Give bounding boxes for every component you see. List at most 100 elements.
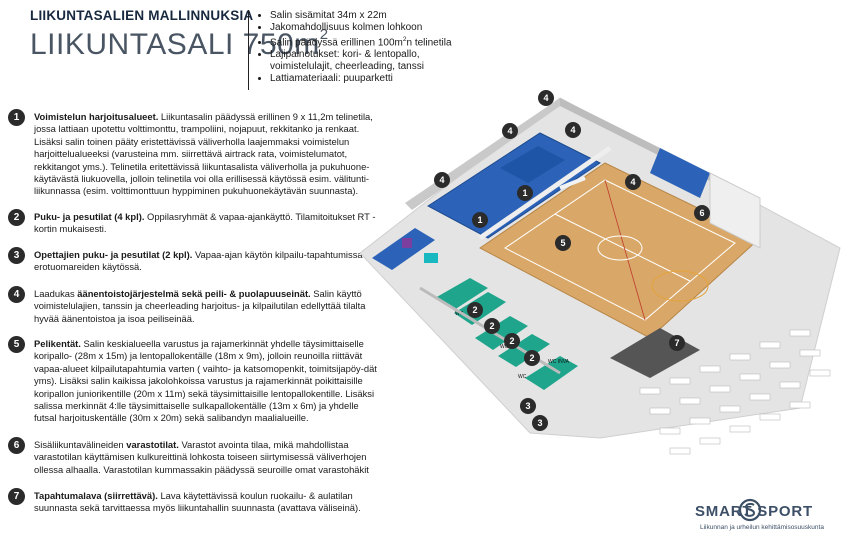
feature-title: Tapahtumalava (siirrettävä). [34, 490, 158, 501]
feature-item: 5 Pelikentät. Salin keskialueella varust… [8, 336, 379, 425]
spec-item: Salin sisämitat 34m x 22m [270, 10, 520, 22]
mat-area [650, 148, 710, 198]
feature-title: äänentoistojärjestelmä sekä peili- & puo… [77, 288, 311, 299]
svg-text:1: 1 [522, 188, 527, 198]
svg-text:4: 4 [439, 175, 444, 185]
plan-marker: 6 [694, 205, 710, 221]
feature-number-badge: 2 [8, 209, 25, 226]
svg-text:4: 4 [543, 93, 548, 103]
feature-item: 4 Laadukas äänentoistojärjestelmä sekä p… [8, 286, 379, 325]
svg-text:4: 4 [507, 126, 512, 136]
stage-side-floor [372, 228, 435, 270]
divider-wall [478, 145, 612, 241]
plan-marker: 2 [467, 302, 483, 318]
feature-text: Lava käytettävissä koulun ruokailu- & au… [34, 490, 361, 514]
plan-marker: 2 [504, 333, 520, 349]
feature-number-badge: 7 [8, 488, 25, 505]
plan-marker: 4 [625, 174, 641, 190]
svg-text:1: 1 [477, 215, 482, 225]
plan-marker: 1 [472, 212, 488, 228]
svg-text:4: 4 [570, 125, 575, 135]
spec-item: Jakomahdollisuus kolmen lohkoon [270, 22, 520, 34]
plan-marker: 3 [520, 398, 536, 414]
feature-pre: Sisäliikuntavälineiden [34, 439, 127, 450]
feature-text: Liikuntasalin päädyssä erillinen 9 x 11,… [34, 111, 373, 197]
locker-room-floor [525, 356, 578, 390]
plan-marker: 4 [565, 122, 581, 138]
spec-list: Salin sisämitat 34m x 22m Jakomahdollisu… [256, 10, 520, 85]
plan-marker: 7 [669, 335, 685, 351]
feature-number-badge: 6 [8, 437, 25, 454]
svg-text:6: 6 [699, 208, 704, 218]
court-arc [651, 270, 709, 302]
feature-item: 1 Voimistelun harjoitusalueet. Liikuntas… [8, 109, 379, 198]
feature-item: 7 Tapahtumalava (siirrettävä). Lava käyt… [8, 488, 379, 515]
feature-title: varastotilat. [126, 439, 179, 450]
dining-tables [639, 329, 831, 455]
feature-text: Vapaa-ajan käytön kilpailu-tapahtumissa … [34, 249, 363, 273]
spec-item: Salin päädyssä erillinen 100m2n telineti… [270, 34, 520, 49]
divider-curtain [559, 176, 586, 190]
feature-text: Oppilasryhmät & vapaa-ajankäyttö. Tilami… [34, 211, 376, 235]
svg-text:2: 2 [509, 336, 514, 346]
logo-tagline: Liikunnan ja urheilun kehittämisosuuskun… [700, 524, 824, 531]
svg-text:4: 4 [630, 177, 635, 187]
court-line [604, 179, 646, 321]
svg-text:3: 3 [525, 401, 530, 411]
plan-marker: 5 [555, 235, 571, 251]
wc-label: WC [500, 344, 509, 350]
feature-number-badge: 4 [8, 286, 25, 303]
feature-item: 6 Sisäliikuntavälineiden varastotilat. V… [8, 437, 379, 476]
header-divider [248, 10, 249, 90]
feature-text: Varastot avointa tilaa, mikä mahdollista… [34, 439, 369, 475]
plan-marker: 1 [517, 185, 533, 201]
feature-pre: Laadukas [34, 288, 78, 299]
feature-title: Pelikentät. [34, 338, 81, 349]
svg-text:3: 3 [537, 418, 542, 428]
wc-label: WC INVA [548, 359, 570, 365]
plan-marker: 4 [538, 90, 554, 106]
smart-sport-logo-icon [738, 498, 762, 522]
feature-title: Voimistelun harjoitusalueet. [34, 111, 159, 122]
page-title-text: LIIKUNTASALI 750m [30, 28, 320, 61]
feature-number-badge: 3 [8, 247, 25, 264]
equipment-box [424, 253, 438, 263]
plan-marker: 4 [502, 123, 518, 139]
plan-marker: 2 [484, 318, 500, 334]
locker-room-floor [475, 316, 528, 350]
spec-text: n telinetila [406, 37, 452, 49]
center-circle [597, 235, 643, 261]
svg-text:5: 5 [560, 238, 565, 248]
plan-marker: 4 [434, 172, 450, 188]
logo-text: SMART SPORT [695, 503, 813, 520]
spec-item: Lajipainotukset: kori- & lentopallo, [270, 49, 520, 61]
svg-text:7: 7 [674, 338, 679, 348]
locker-room-floor [435, 278, 488, 310]
feature-text: Salin käyttö voimistelulajien, tanssin j… [34, 288, 366, 324]
spec-text: Salin päädyssä erillinen 100m [270, 37, 403, 49]
svg-text:2: 2 [529, 353, 534, 363]
svg-text:2: 2 [472, 305, 477, 315]
court-line [554, 213, 691, 282]
wc-label: WC [455, 311, 464, 317]
feature-title: Opettajien puku- ja pesutilat (2 kpl). [34, 249, 193, 260]
spec-item: Lattiamateriaali: puuparketti [270, 73, 520, 85]
feature-item: 3 Opettajien puku- ja pesutilat (2 kpl).… [8, 247, 379, 274]
spec-sup: 2 [402, 36, 407, 43]
feature-text: Salin keskialueella varustus ja rajamerk… [34, 338, 377, 424]
wc-label: WC [518, 374, 527, 380]
feature-title: Puku- ja pesutilat (4 kpl). [34, 211, 145, 222]
plan-marker: 3 [532, 415, 548, 431]
gymnastics-pit [500, 146, 565, 183]
equipment-box [402, 238, 412, 248]
page-title-sup: 2 [319, 26, 329, 43]
court-line [504, 179, 736, 321]
feature-number-badge: 1 [8, 109, 25, 126]
feature-number-badge: 5 [8, 336, 25, 353]
feature-item: 2 Puku- ja pesutilat (4 kpl). Oppilasryh… [8, 209, 379, 236]
storage-wall [709, 172, 761, 249]
plan-marker: 2 [524, 350, 540, 366]
header-kicker: LIIKUNTASALIEN MALLINNUKSIA [30, 8, 254, 23]
spec-item: voimistelulajit, cheerleading, tanssi [270, 61, 424, 73]
floor-plan-illustration: WC WC WC WC INVA 1 1 2 2 2 2 3 3 4 4 4 4… [360, 90, 841, 455]
